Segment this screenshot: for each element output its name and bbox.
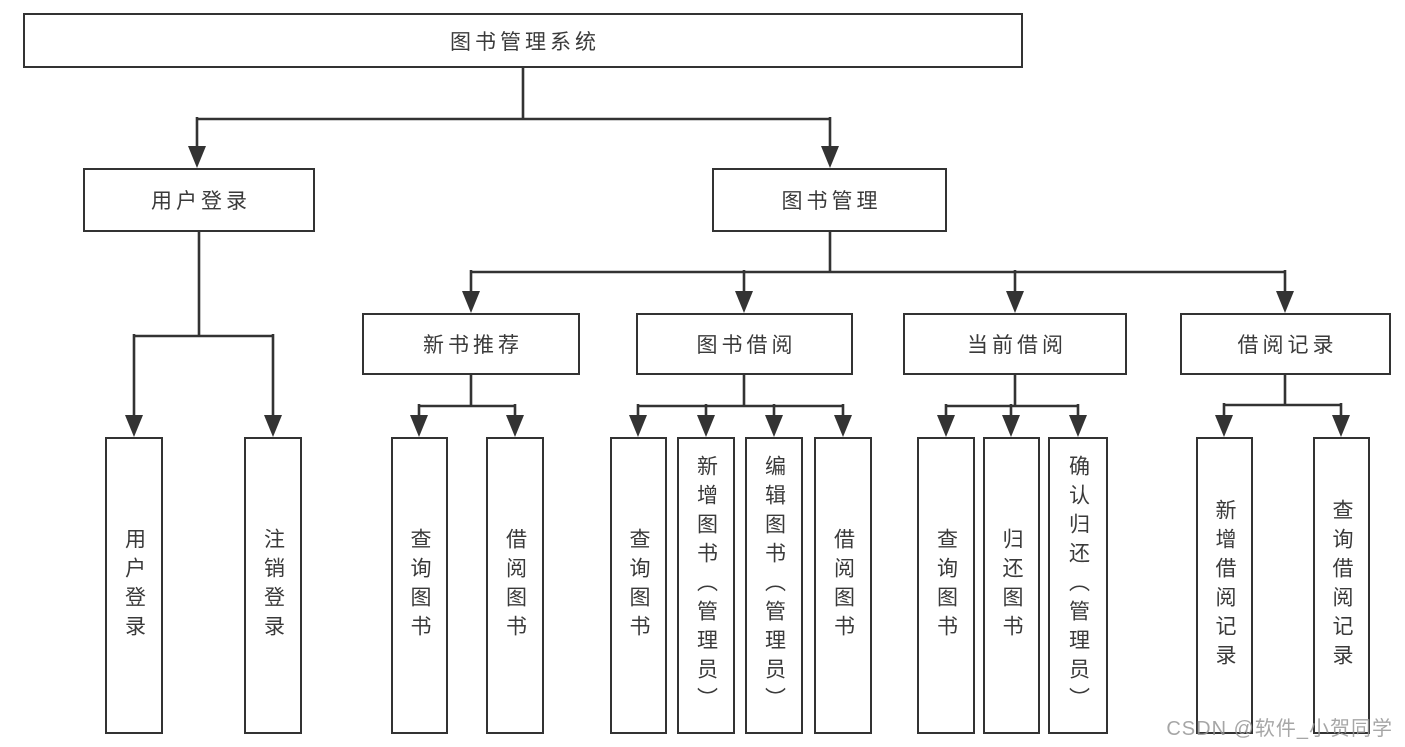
arrowhead — [697, 415, 715, 437]
node-user-login: 用户登录 — [83, 168, 315, 232]
leaf-label: 查询图书 — [934, 527, 958, 644]
node-book-management: 图书管理 — [712, 168, 947, 232]
node-book-borrow: 图书借阅 — [636, 313, 853, 375]
leaf-current-confirm-return-admin: 确认归还（管理员） — [1048, 437, 1108, 734]
arrowhead — [410, 415, 428, 437]
node-root: 图书管理系统 — [23, 13, 1023, 68]
leaf-label: 用户登录 — [122, 527, 146, 644]
leaf-borrow-query-books: 查询图书 — [610, 437, 667, 734]
arrowhead — [1276, 291, 1294, 313]
arrowhead — [1002, 415, 1020, 437]
leaf-logout: 注销登录 — [244, 437, 302, 734]
node-new-book-recommend: 新书推荐 — [362, 313, 580, 375]
arrowhead — [506, 415, 524, 437]
leaf-recommend-query-books: 查询图书 — [391, 437, 448, 734]
leaf-records-add-record: 新增借阅记录 — [1196, 437, 1253, 734]
leaf-label: 归还图书 — [1000, 527, 1023, 644]
leaf-borrow-edit-books-admin: 编辑图书（管理员） — [745, 437, 803, 734]
arrowhead — [629, 415, 647, 437]
arrowhead — [821, 146, 839, 168]
leaf-label: 借阅图书 — [831, 527, 855, 644]
leaf-user-login: 用户登录 — [105, 437, 163, 734]
leaf-current-return-books: 归还图书 — [983, 437, 1040, 734]
leaf-label: 查询借阅记录 — [1330, 498, 1353, 673]
arrowhead — [1215, 415, 1233, 437]
leaf-recommend-borrow-books: 借阅图书 — [486, 437, 544, 734]
leaf-current-query-books: 查询图书 — [917, 437, 975, 734]
arrowhead — [1069, 415, 1087, 437]
arrowhead — [462, 291, 480, 313]
leaf-label: 注销登录 — [261, 527, 285, 644]
arrowhead — [125, 415, 143, 437]
arrowhead — [264, 415, 282, 437]
leaf-borrow-borrow-books: 借阅图书 — [814, 437, 872, 734]
leaf-records-query-record: 查询借阅记录 — [1313, 437, 1370, 734]
node-borrow-records: 借阅记录 — [1180, 313, 1391, 375]
leaf-label: 借阅图书 — [503, 527, 527, 644]
arrowhead — [765, 415, 783, 437]
node-current-borrow: 当前借阅 — [903, 313, 1127, 375]
leaf-label: 新增借阅记录 — [1213, 498, 1236, 673]
arrowhead — [735, 291, 753, 313]
leaf-label: 查询图书 — [627, 527, 650, 644]
leaf-label: 新增图书（管理员） — [694, 455, 718, 716]
leaf-label: 编辑图书（管理员） — [762, 455, 786, 716]
arrowhead — [937, 415, 955, 437]
arrowhead — [1006, 291, 1024, 313]
leaf-borrow-add-books-admin: 新增图书（管理员） — [677, 437, 735, 734]
leaf-label: 确认归还（管理员） — [1066, 455, 1090, 716]
arrowhead — [834, 415, 852, 437]
leaf-label: 查询图书 — [408, 527, 431, 644]
arrowhead — [188, 146, 206, 168]
arrowhead — [1332, 415, 1350, 437]
